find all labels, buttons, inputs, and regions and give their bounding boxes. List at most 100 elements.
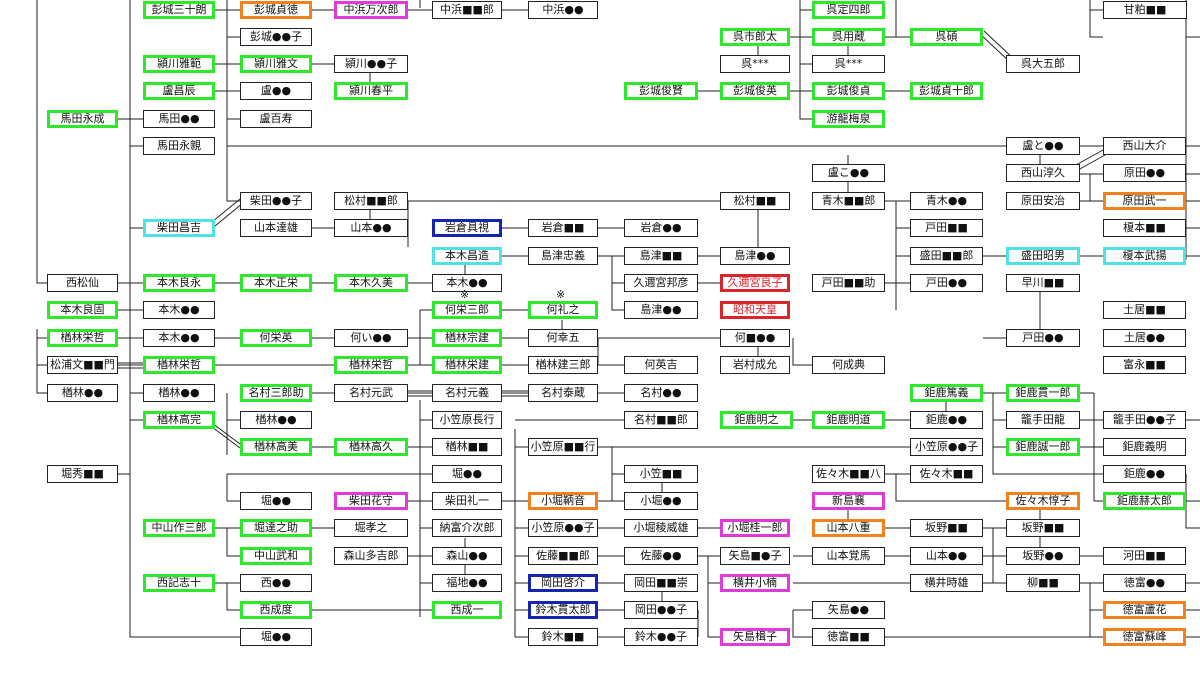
person-node: 游龍梅泉	[812, 110, 885, 128]
person-node: 盛田■■郎	[910, 247, 983, 265]
person-node: 福地●●	[432, 574, 502, 592]
person-node: 河田■■	[1103, 547, 1186, 565]
person-node: 何■●●	[720, 329, 790, 347]
person-node: 鉅鹿篤義	[910, 384, 983, 402]
person-node: 土居●●	[1103, 329, 1186, 347]
person-node: 本木昌造	[432, 247, 502, 265]
person-node: 昭和天皇	[720, 301, 790, 319]
person-node: 何英吉	[624, 356, 698, 374]
person-node: 土居■■	[1103, 301, 1186, 319]
person-node: 本木●●	[143, 301, 215, 319]
person-node: 徳富●●	[1103, 574, 1186, 592]
person-node: 島津●●	[624, 301, 698, 319]
person-node: 甘粕■■	[1103, 1, 1187, 19]
person-node: 鉅鹿●●	[910, 411, 983, 429]
person-node: 西松仙	[47, 274, 118, 292]
person-node: 本木久美	[334, 274, 408, 292]
person-node: 鉅鹿赫太郎	[1103, 492, 1186, 510]
person-node: 森山多吉郎	[334, 547, 408, 565]
person-node: 岡田啓介	[528, 574, 598, 592]
person-node: 呉大五郎	[1006, 55, 1080, 73]
person-node: 松浦文■■門	[47, 356, 118, 374]
person-node: 楢林高美	[240, 438, 312, 456]
person-node: 戸田●●	[1006, 329, 1080, 347]
person-node: 徳富蘇峰	[1103, 628, 1186, 646]
person-node: 馬田永親	[143, 137, 215, 155]
person-node: 新島襄	[812, 492, 885, 510]
person-node: 楢林栄哲	[47, 329, 118, 347]
person-node: 何い●●	[334, 329, 408, 347]
person-node: 坂野■■	[910, 519, 983, 537]
person-node: 横井小楠	[720, 574, 790, 592]
person-node: 山本八重	[812, 519, 885, 537]
person-node: 島津忠義	[528, 247, 598, 265]
person-node: 中浜●●	[528, 1, 598, 19]
person-node: 馬田●●	[143, 110, 215, 128]
person-node: 岡田●●子	[624, 601, 698, 619]
person-node: 潁川雅範	[143, 55, 215, 73]
person-node: 山本覚馬	[812, 547, 885, 565]
person-node: 呉***	[720, 55, 790, 73]
person-node: 名村三郎助	[240, 384, 312, 402]
person-node: 小堀桂一郎	[720, 519, 790, 537]
person-node: 岩倉具視	[432, 219, 502, 237]
person-node: 名村■■郎	[624, 411, 698, 429]
person-node: 岩倉●●	[624, 219, 698, 237]
person-node: 納富介次郎	[432, 519, 502, 537]
person-node: 何礼之	[528, 301, 598, 319]
person-node: 呉***	[812, 55, 885, 73]
person-node: 楢林宗建	[432, 329, 502, 347]
person-node: 小堀鞆音	[528, 492, 598, 510]
person-node: 青木●●	[910, 192, 983, 210]
person-node: 佐々木■■八	[812, 465, 885, 483]
person-node: 坂野●●	[1006, 547, 1080, 565]
person-node: 矢島■●子	[720, 547, 790, 565]
person-node: 盧百寿	[240, 110, 312, 128]
person-node: 西山大介	[1103, 137, 1186, 155]
person-node: 鉅鹿誠一郎	[1006, 438, 1080, 456]
person-node: 楢林栄哲	[334, 356, 408, 374]
person-node: 本木正栄	[240, 274, 312, 292]
person-node: 楢林栄哲	[143, 356, 215, 374]
person-node: 原田武一	[1103, 192, 1186, 210]
person-node: 彭城俊英	[720, 82, 790, 100]
person-node: 堀●●	[432, 465, 502, 483]
person-node: 楢林■■	[432, 438, 502, 456]
person-node: 呉市郎太	[720, 28, 790, 46]
person-node: 中浜■■郎	[432, 1, 502, 19]
person-node: 早川■■	[1006, 274, 1080, 292]
person-node: 彭城俊貞	[812, 82, 885, 100]
person-node: 盧●●	[240, 82, 312, 100]
person-node: 彭城●●子	[240, 28, 312, 46]
person-node: 島津●●	[720, 247, 790, 265]
person-node: 呉定四郎	[812, 1, 885, 19]
person-node: 鉅鹿●●	[1103, 465, 1186, 483]
person-node: 岩村成允	[720, 356, 790, 374]
person-node: 鉅鹿義明	[1103, 438, 1186, 456]
person-node: 坂野■■	[1006, 519, 1080, 537]
person-node: 矢島楫子	[720, 628, 790, 646]
person-node: 中浜万次郎	[334, 1, 408, 19]
person-node: 籠手田龍	[1006, 411, 1080, 429]
person-node: 楢林栄建	[432, 356, 502, 374]
person-node: 徳富蘆花	[1103, 601, 1186, 619]
footnote-mark: ※	[556, 288, 566, 301]
person-node: 盧と●●	[1006, 137, 1080, 155]
person-node: 鈴木■■	[528, 628, 598, 646]
person-node: 堀●●	[240, 628, 312, 646]
person-node: 戸田■■助	[812, 274, 885, 292]
person-node: 久邇宮良子	[720, 274, 790, 292]
person-node: 山本●●	[334, 219, 408, 237]
person-node: 青木■■郎	[812, 192, 885, 210]
person-node: 岡田■■崇	[624, 574, 698, 592]
person-node: 小笠原■■行	[528, 438, 598, 456]
person-node: 楢林●●	[47, 384, 118, 402]
person-node: 楢林●●	[240, 411, 312, 429]
person-node: 山本達雄	[240, 219, 312, 237]
footnote-mark: ※	[460, 288, 470, 301]
person-node: 本木良固	[47, 301, 118, 319]
person-node: 名村●●	[624, 384, 698, 402]
person-node: 彭城貞徳	[240, 1, 312, 19]
person-node: 柳■■	[1006, 574, 1080, 592]
person-node: 西成一	[432, 601, 502, 619]
